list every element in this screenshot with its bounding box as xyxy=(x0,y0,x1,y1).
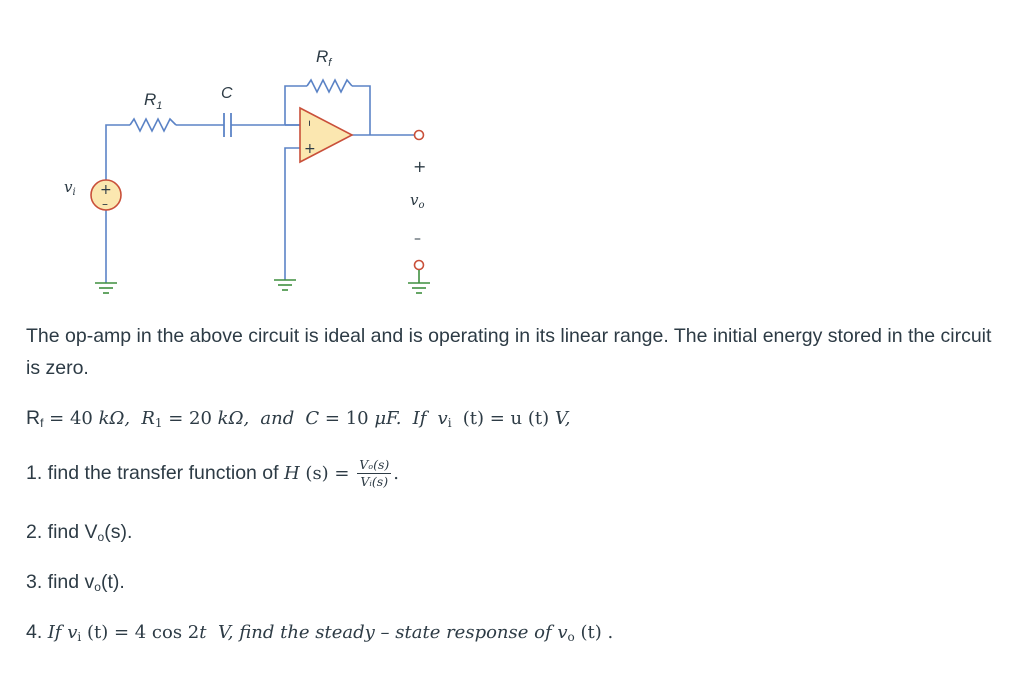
opamp-minus-sign: – xyxy=(302,120,317,127)
ground-source xyxy=(95,282,117,294)
r1-resistor xyxy=(129,117,177,133)
c-symbol: C xyxy=(305,408,320,429)
if-word: If xyxy=(412,408,427,429)
q4-math: If vi (t) = 4 cos 2t V, find the steady … xyxy=(47,622,614,644)
voltage-source xyxy=(90,179,122,211)
vo-minus-sign: – xyxy=(414,231,421,247)
given-values-line: Rf = 40 kΩ, R1 = 20 kΩ, and C = 10 μF. I… xyxy=(26,402,570,439)
question-2: 2. find Vo(s). xyxy=(26,521,133,544)
op-amp xyxy=(299,106,354,164)
r1-value: = 20 xyxy=(162,408,218,429)
transfer-fraction: Vₒ(s)Vᵢ(s) xyxy=(357,457,392,490)
vi-expression: (t) = u (t) V, xyxy=(462,408,571,429)
r1-label: R1 xyxy=(144,90,162,112)
capacitor xyxy=(223,113,232,137)
question-3: 3. find vo(t). xyxy=(26,571,125,594)
problem-intro: The op-amp in the above circuit is ideal… xyxy=(26,325,992,379)
source-minus-sign: – xyxy=(102,197,108,211)
vi-label: vi xyxy=(64,178,76,198)
circuit-diagram: – + + – Rf R1 C vi vo + – xyxy=(64,47,430,294)
rf-value: = 40 xyxy=(43,408,99,429)
rf-resistor xyxy=(306,78,353,94)
ground-opamp xyxy=(274,279,296,291)
output-terminal-bottom xyxy=(413,259,425,271)
vo-plus-sign: + xyxy=(413,157,426,176)
r1-symbol: R1 xyxy=(141,408,163,430)
vo-label: vo xyxy=(410,191,425,211)
source-plus-sign: + xyxy=(100,182,112,198)
ground-output xyxy=(408,282,430,294)
h-symbol: H (s) = xyxy=(284,463,356,484)
question-1: 1. find the transfer function of H (s) =… xyxy=(26,457,399,490)
output-terminal-top xyxy=(413,129,425,141)
opamp-plus-sign: + xyxy=(304,141,316,157)
c-label: C xyxy=(221,85,233,102)
rf-unit: kΩ, xyxy=(98,408,131,429)
rf-label: Rf xyxy=(316,47,332,69)
r1-unit: kΩ, xyxy=(217,408,250,429)
rf-symbol: Rf xyxy=(26,407,44,430)
vi-symbol: vi xyxy=(437,408,452,430)
and-word: and xyxy=(260,408,295,429)
c-unit: μF. xyxy=(374,408,402,429)
question-4: 4. If vi (t) = 4 cos 2t V, find the stea… xyxy=(26,621,614,644)
c-value: = 10 xyxy=(319,408,375,429)
wires xyxy=(105,85,414,283)
